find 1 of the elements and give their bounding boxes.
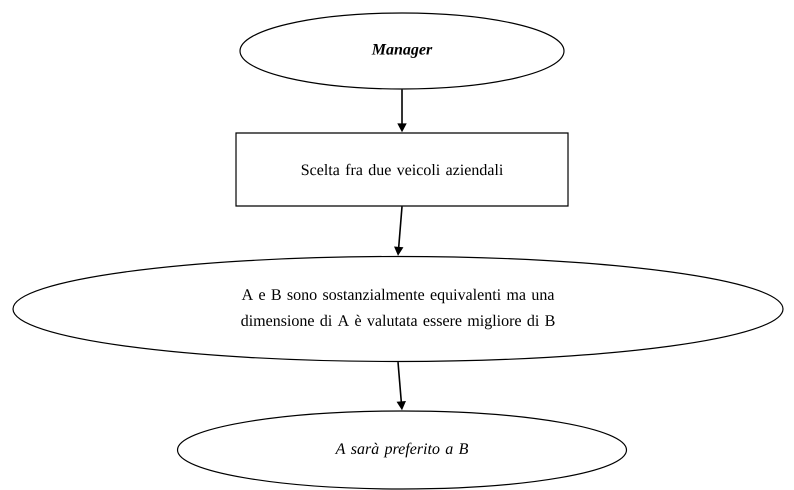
process-box: Scelta fra due veicoli aziendali bbox=[235, 132, 569, 207]
